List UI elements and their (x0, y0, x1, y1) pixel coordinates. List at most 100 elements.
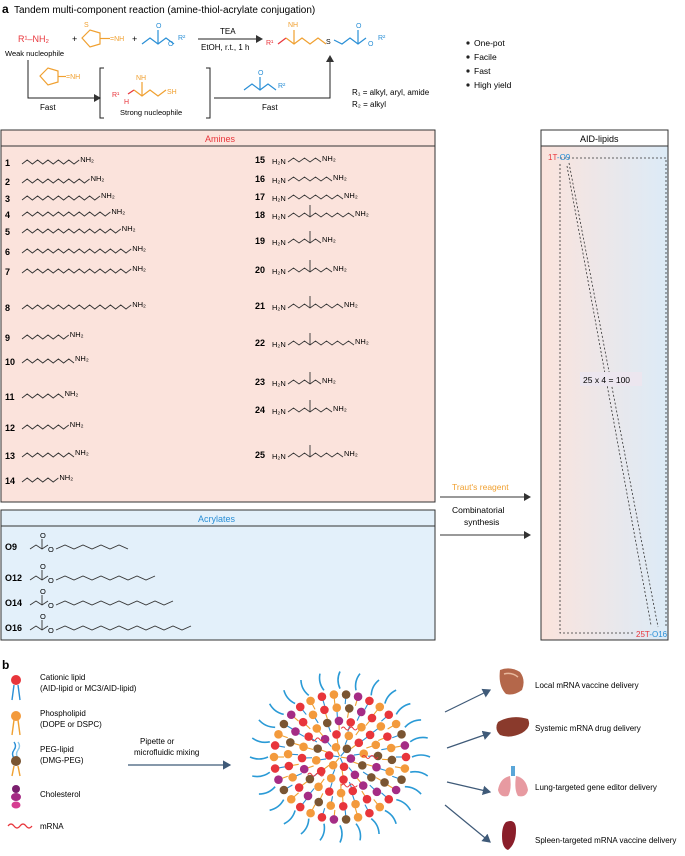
application-4: Spleen-targeted mRNA vaccine delivery (535, 836, 676, 845)
trauts-label: Traut's reagent (452, 482, 509, 492)
amine-number: 17 (255, 192, 265, 202)
acrylate-o: O (40, 587, 46, 596)
amine-number: 19 (255, 236, 265, 246)
legend-phospholipid-icon (11, 711, 21, 736)
acrylate-ester-o: O (48, 601, 54, 610)
feature-1: One-pot (474, 38, 505, 48)
amine-h2n: H₂N (272, 452, 286, 461)
feature-4: High yield (474, 80, 512, 90)
sulfur-label: S (84, 22, 89, 29)
amine-number: 3 (5, 194, 10, 204)
app-arrow-3 (446, 781, 492, 796)
legend-cholesterol: Cholesterol (40, 790, 81, 799)
bracket-right (206, 67, 211, 119)
trauts-reagent-structure (81, 29, 110, 48)
combinatorial-label-2: synthesis (464, 517, 499, 527)
amine-nh2: NH₂ (344, 191, 358, 200)
amine-nh2: NH₂ (101, 191, 115, 200)
acrylate-ester-o: O (48, 626, 54, 635)
conditions-bottom: EtOH, r.t., 1 h (201, 43, 249, 52)
app-arrow-4 (444, 804, 491, 843)
acrylates-box: Acrylates (0, 509, 436, 641)
amine-number: 23 (255, 377, 265, 387)
amine-nh2: NH₂ (70, 330, 84, 339)
amine-nh2: NH₂ (122, 224, 136, 233)
amines-title: Amines (205, 134, 236, 144)
amine-h2n: H₂N (272, 212, 286, 221)
amine-h2n: H₂N (272, 407, 286, 416)
imine-label: =NH (110, 36, 124, 43)
legend-peg-2: (DMG-PEG) (40, 756, 84, 765)
amine-nh2: NH₂ (333, 173, 347, 182)
acrylate-ester-o: O (48, 545, 54, 554)
acrylate-structure (141, 30, 175, 45)
product-ester-o: O (368, 41, 374, 48)
amine-number: 13 (5, 451, 15, 461)
panel-a-title: Tandem multi-component reaction (amine-t… (14, 5, 315, 16)
amine-number: 5 (5, 227, 10, 237)
lower-path-arrow (27, 60, 101, 102)
amine-13: 13 NH₂ (5, 448, 89, 461)
amine-h2n: H₂N (272, 194, 286, 203)
amine-number: 22 (255, 338, 265, 348)
amine-nh2: NH₂ (322, 154, 336, 163)
amine-number: 4 (5, 210, 10, 220)
application-2: Systemic mRNA drug delivery (535, 724, 641, 733)
amine-nh2: NH₂ (132, 264, 146, 273)
product-structure (277, 30, 367, 45)
legend-peg-icon (11, 741, 21, 777)
amine-nh2: NH₂ (132, 244, 146, 253)
product-s: S (326, 39, 331, 46)
amine-7: 7 NH₂ (5, 264, 146, 277)
legend-phospholipid-2: (DOPE or DSPC) (40, 720, 102, 729)
app-arrow-2 (446, 730, 492, 749)
amine-nh2: NH₂ (75, 448, 89, 457)
amine-nh2: NH₂ (59, 473, 73, 482)
intermediate-r1: R¹ (112, 92, 120, 99)
plus-sign-2: + (132, 34, 137, 44)
fast-label-1: Fast (40, 103, 56, 112)
mixing-label-2: microfluidic mixing (134, 748, 199, 757)
weak-nucleophile-label: Weak nucleophile (5, 49, 64, 58)
amine-nh2: NH₂ (322, 376, 336, 385)
combinatorial-label-1: Combinatorial (452, 505, 505, 515)
feature-list: One-pot Facile Fast High yield (466, 38, 512, 90)
legend-cationic-2: (AID-lipid or MC3/AID-lipid) (40, 684, 137, 693)
acrylate-lower-r2: R² (278, 83, 286, 90)
legend-cholesterol-icon (11, 785, 21, 809)
amine-nh2: NH₂ (333, 404, 347, 413)
amine-number: 7 (5, 267, 10, 277)
aid-lipids-box: AID-lipids 25 x 4 = 100 1T-O9 25T-O16 (540, 129, 669, 641)
amine-number: 14 (5, 476, 15, 486)
acrylate-lower (243, 77, 277, 91)
acrylate-ester-o: O (48, 576, 54, 585)
acrylate-o: O (40, 612, 46, 621)
application-1: Local mRNA vaccine delivery (535, 681, 639, 690)
amine-17: 17 H₂N NH₂ (255, 191, 358, 203)
amine-nh2: NH₂ (333, 264, 347, 273)
amine-number: 15 (255, 155, 265, 165)
imine-lower: =NH (66, 74, 80, 81)
amine-number: 25 (255, 450, 265, 460)
lungs-icon (498, 766, 528, 797)
ester-o: O (168, 41, 174, 48)
legend-mrna: mRNA (40, 822, 64, 831)
acrylates-title: Acrylates (198, 514, 236, 524)
aid-title: AID-lipids (580, 134, 619, 144)
